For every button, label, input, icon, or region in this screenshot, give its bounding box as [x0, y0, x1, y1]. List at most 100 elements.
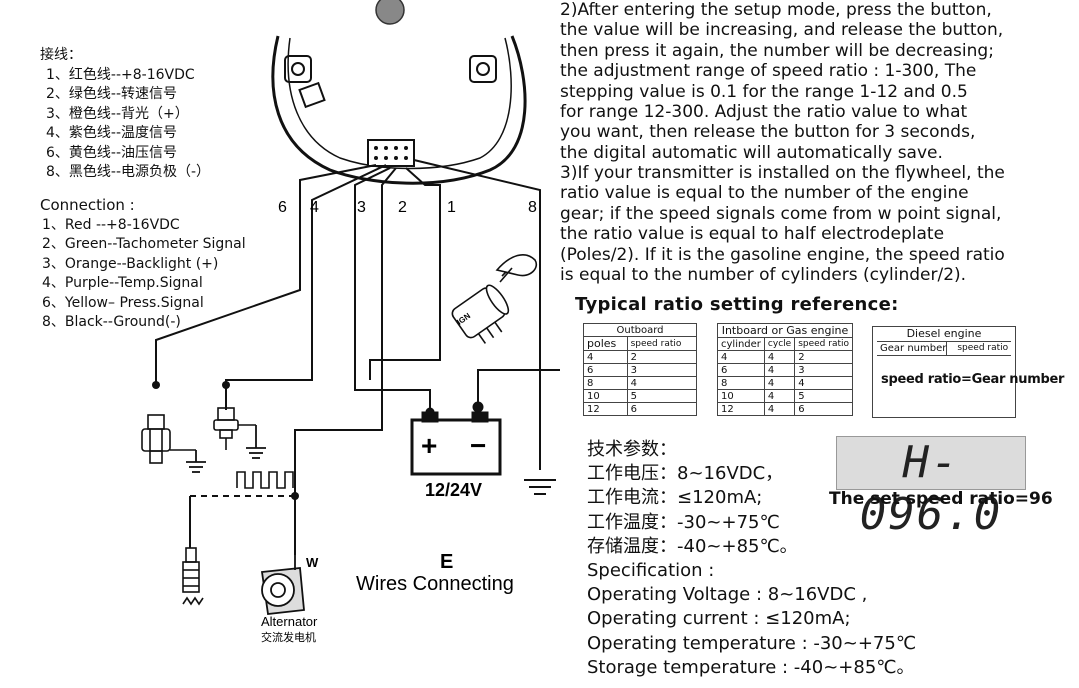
w-terminal-label: W: [306, 555, 319, 570]
battery-plus-label: +: [421, 430, 437, 461]
wiring-cn-item: 8、黑色线--电源负极（-）: [46, 164, 211, 180]
wire-number-1: 1: [447, 199, 456, 216]
wire-number-4: 4: [310, 199, 319, 216]
lcd-display: H-096.0: [836, 436, 1026, 540]
table-cell: 5: [626, 389, 698, 403]
junction-dots: [152, 381, 299, 500]
table-cell: 10: [583, 389, 628, 403]
instruction-line: you want, then release the button for 3 …: [560, 122, 976, 143]
main-ground-icon: [524, 479, 556, 495]
table-cell: 12: [583, 402, 628, 416]
wiring-cn-item: 4、紫色线--温度信号: [46, 125, 178, 141]
table-cell: 4: [763, 363, 796, 377]
magnetic-pickup-icon: [182, 547, 204, 606]
wire-number-8: 8: [528, 199, 537, 216]
square-wave-icon: [236, 471, 294, 489]
wires: [155, 159, 560, 555]
specs-cn-item: 工作电流：≤120mA;: [587, 487, 763, 509]
table-cell: 4: [794, 376, 853, 390]
gauge-connector-8pin: [367, 139, 415, 167]
specs-cn-title: 技术参数：: [587, 439, 677, 460]
table-header: speed ratio: [794, 337, 853, 351]
table-cell: 6: [626, 402, 698, 416]
alternator-icon: [260, 555, 305, 615]
diesel-formula: speed ratio=Gear number: [881, 372, 1065, 387]
gauge-body: [271, 35, 527, 185]
wiring-en-title: Connection :: [40, 196, 135, 214]
table-header: cycle: [763, 337, 796, 351]
wiring-list-en: Connection : 1、Red --+8-16VDC 2、Green--T…: [40, 196, 246, 333]
instruction-line: is equal to the number of cylinders (cyl…: [560, 265, 967, 286]
wiring-en-item: 8、Black--Ground(-): [42, 314, 181, 330]
table-cell: 4: [717, 350, 765, 364]
battery-icon: [410, 401, 502, 476]
table-header: speed ratio: [626, 336, 698, 351]
table-header: speed ratio: [957, 343, 1009, 353]
table-cell: 4: [763, 350, 796, 364]
alternator-label: Alternator: [261, 614, 318, 629]
temp-ground-icon: [246, 425, 266, 459]
wiring-en-item: 6、Yellow– Press.Signal: [42, 294, 204, 311]
table-cell: 6: [583, 363, 628, 377]
instruction-line: the value will be increasing, and releas…: [560, 20, 1004, 41]
specs-cn-item: 工作电压：8~16VDC，: [587, 463, 784, 485]
table-header: poles: [583, 336, 628, 351]
instruction-line: (Poles/2). If it is the gasoline engine,…: [560, 244, 1005, 265]
table-cell: 10: [717, 389, 765, 403]
temp-sender-icon: [213, 407, 256, 450]
wire-number-2: 2: [398, 199, 407, 216]
wire-number-6: 6: [278, 199, 287, 216]
table-cell: 2: [794, 350, 853, 364]
table-cell: 12: [717, 402, 765, 416]
table-cell: 3: [794, 363, 853, 377]
table-cell: 6: [794, 402, 853, 416]
specs-en-item: Operating temperature : -30~+75℃: [587, 632, 917, 654]
diesel-caption: Diesel engine: [906, 327, 982, 340]
table-cell: 8: [583, 376, 628, 390]
specs-en: Specification : Operating Voltage : 8~16…: [587, 559, 916, 680]
wiring-en-item: 4、Purple--Temp.Signal: [42, 275, 203, 291]
instruction-line: then press it again, the number will be …: [560, 40, 994, 61]
instruction-line: the digital automatic will automatically…: [560, 142, 943, 163]
instructions-step-2: 2)After entering the setup mode, press t…: [560, 0, 1003, 163]
table-header: Gear number: [877, 342, 948, 355]
instructions-step-3: 3)If your transmitter is installed on th…: [560, 163, 1005, 285]
gauge-knob: [375, 0, 405, 25]
wiring-en-item: 1、Red --+8-16VDC: [42, 216, 180, 233]
table-cell: 8: [717, 376, 765, 390]
wiring-en-item: 3、Orange--Backlight (+): [42, 255, 219, 272]
table-cell: 3: [626, 363, 698, 377]
instruction-line: ratio value is equal to the number of th…: [560, 183, 969, 204]
ratio-heading: Typical ratio setting reference:: [575, 294, 899, 315]
wire-number-3: 3: [357, 199, 366, 216]
diesel-table: Diesel engine Gear number speed ratio sp…: [872, 326, 1065, 418]
instruction-line: 2)After entering the setup mode, press t…: [560, 0, 992, 20]
battery-minus-label: −: [470, 430, 486, 461]
instruction-line: the adjustment range of speed ratio : 1-…: [560, 61, 977, 82]
specs-en-item: Storage temperature : -40~+85℃。: [587, 656, 915, 678]
table-cell: 4: [763, 402, 796, 416]
outboard-caption: Outboard: [583, 323, 697, 337]
specs-cn-item: 工作温度：-30~+75℃: [587, 511, 780, 533]
table-cell: 2: [626, 350, 698, 364]
instruction-line: 3)If your transmitter is installed on th…: [560, 163, 1005, 183]
table-cell: 5: [794, 389, 853, 403]
instruction-line: for range 12-300. Adjust the ratio value…: [560, 102, 968, 123]
specs-en-item: Operating Voltage : 8~16VDC ,: [587, 584, 868, 606]
battery-voltage-label: 12/24V: [425, 480, 482, 500]
pressure-ground-icon: [186, 450, 206, 473]
wiring-cn-title: 接线：: [40, 47, 82, 63]
gauge-mount-holes: [284, 55, 497, 83]
section-title: Wires Connecting: [356, 573, 514, 595]
specs-cn: 技术参数： 工作电压：8~16VDC， 工作电流：≤120mA; 工作温度：-3…: [587, 438, 798, 559]
table-cell: 6: [717, 363, 765, 377]
wiring-list-cn: 接线： 1、红色线--+8-16VDC 2、绿色线--转速信号 3、橙色线--背…: [40, 46, 210, 183]
